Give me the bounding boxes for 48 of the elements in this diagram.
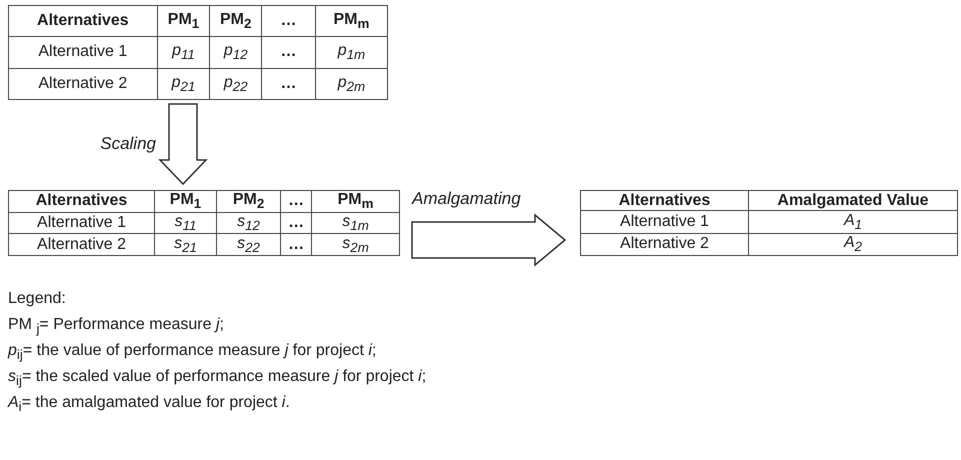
cell-value: p$_{11}$	[157, 36, 210, 68]
cell-value: …	[262, 36, 316, 68]
cell-value: p$_{22}$	[210, 68, 262, 100]
cell-value: …	[280, 234, 312, 256]
cell-value: …	[280, 212, 312, 234]
cell-value: p$_{21}$	[157, 68, 210, 100]
legend-text: s$_{ij}$= the scaled value of performance measure j for project i;	[8, 368, 426, 388]
column-header: PM$_{m}$	[312, 190, 400, 212]
cell-value: s$_{1m}$	[312, 212, 400, 234]
cell-value: s$_{11}$	[154, 212, 216, 234]
legend-text: A$_{i}$= the amalgamated value for project i.	[8, 394, 290, 414]
row-label: Alternative 2	[8, 234, 155, 256]
row-label: Alternative 1	[580, 210, 748, 234]
row-label: Alternative 1	[8, 36, 158, 68]
column-header: Amalgamated Value	[748, 190, 958, 211]
legend-text: PM $_{j}$= Performance measure j;	[8, 316, 224, 336]
cell-value: s$_{22}$	[216, 234, 281, 256]
column-header: PM$_{1}$	[157, 6, 210, 37]
column-header: Alternatives	[580, 190, 748, 211]
column-header: Alternatives	[8, 6, 158, 37]
cell-value: s$_{21}$	[154, 234, 216, 256]
column-header: PM$_{1}$	[154, 190, 216, 212]
edge-label: Scaling	[100, 134, 156, 154]
column-header: …	[262, 6, 316, 37]
data-table	[8, 5, 388, 100]
block-arrow	[411, 213, 566, 267]
cell-value: …	[262, 68, 316, 100]
column-header: …	[280, 190, 312, 212]
row-label: Alternative 1	[8, 212, 155, 234]
block-arrow	[158, 103, 208, 186]
data-table	[580, 190, 958, 256]
cell-value: p$_{1m}$	[315, 36, 388, 68]
cell-value: s$_{2m}$	[312, 234, 400, 256]
cell-value: A$_{2}$	[748, 233, 958, 256]
edge-label: Amalgamating	[412, 189, 521, 209]
column-header: Alternatives	[8, 190, 155, 212]
row-label: Alternative 2	[8, 68, 158, 100]
column-header: PM$_{m}$	[315, 6, 388, 37]
row-label: Alternative 2	[580, 233, 748, 256]
data-table	[8, 190, 400, 256]
cell-value: A$_{1}$	[748, 210, 958, 234]
legend-text: p$_{ij}$= the value of performance measure j for project i;	[8, 342, 376, 362]
column-header: PM$_{2}$	[210, 6, 262, 37]
legend-text: Legend:	[8, 290, 66, 308]
column-header: PM$_{2}$	[216, 190, 281, 212]
cell-value: p$_{2m}$	[315, 68, 388, 100]
cell-value: p$_{12}$	[210, 36, 262, 68]
cell-value: s$_{12}$	[216, 212, 281, 234]
